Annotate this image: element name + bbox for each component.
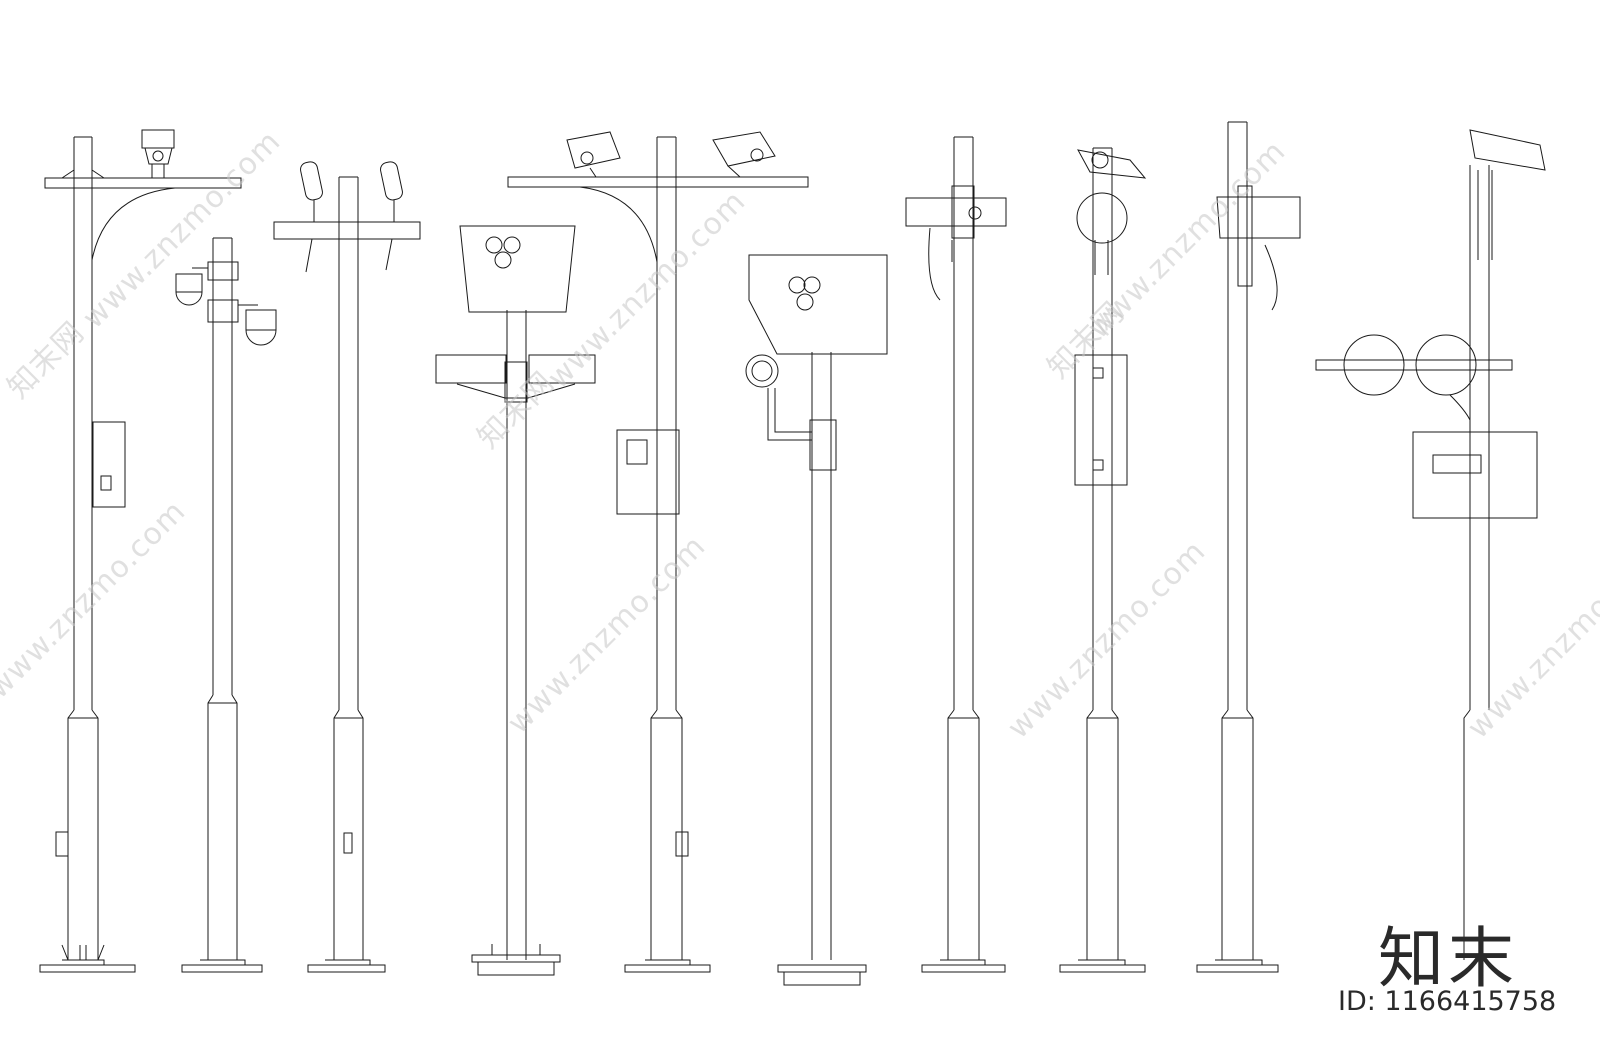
- watermark-brand-3: 知末网: [1041, 295, 1132, 386]
- pole-6-sign-lamp-arm: [746, 255, 887, 985]
- watermark-url-4: www.znzmo.com: [501, 529, 713, 741]
- pole-2-dome-cameras: [176, 238, 276, 972]
- watermark-url-6: www.znzmo.com: [0, 494, 193, 706]
- watermark-url-7: www.znzmo.com: [1461, 534, 1600, 746]
- asset-id: ID: 1166415758: [1338, 986, 1557, 1017]
- pole-9-side-camera-cable: [1197, 122, 1300, 972]
- watermark-url-2: www.znzmo.com: [541, 184, 753, 396]
- pole-3-crossarm-cameras: [274, 161, 420, 972]
- watermark-url-5: www.znzmo.com: [1001, 534, 1213, 746]
- watermark-url-1: www.znzmo.com: [76, 124, 288, 336]
- pole-8-top-camera-cabinet: [1060, 148, 1145, 972]
- pole-4-sign-lamps: [436, 226, 595, 975]
- pole-10-camera-loops-cabinet: [1316, 130, 1545, 960]
- watermark-brand-2: 知末网: [471, 365, 562, 456]
- pole-7-side-camera: [906, 137, 1006, 972]
- znzmo-logo: 知末: [1378, 920, 1518, 997]
- watermark-brand-1: 知末网: [1, 315, 92, 406]
- pole-5-arm-cameras-cabinet: [508, 132, 808, 972]
- pole-1-arm-camera-cabinet: [40, 130, 241, 972]
- watermarks: www.znzmo.com 知末网 www.znzmo.com 知末网 www.…: [0, 124, 1600, 746]
